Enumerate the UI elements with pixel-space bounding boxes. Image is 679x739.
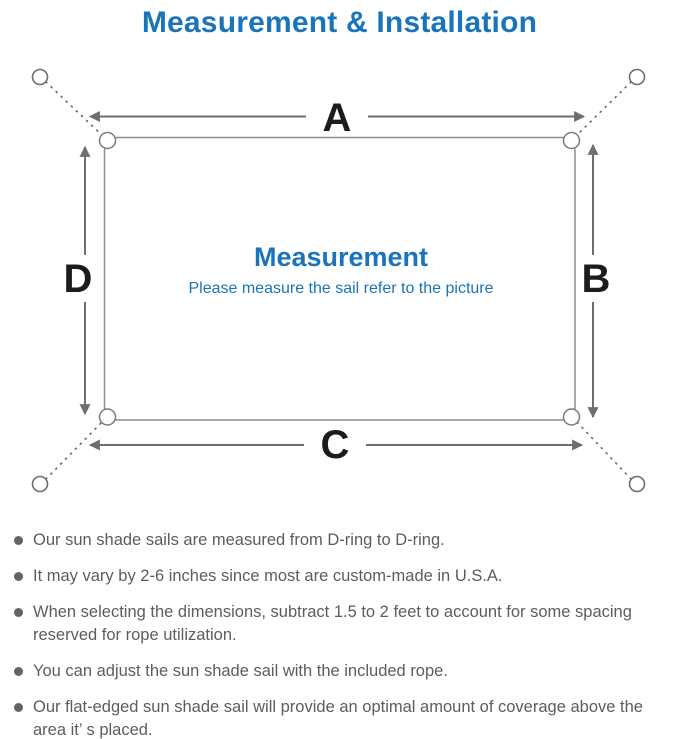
list-item: Our flat-edged sun shade sail will provi…	[14, 696, 670, 739]
bullet-icon	[14, 608, 23, 617]
sail-outline	[103, 136, 576, 421]
diagram-center-subtitle: Please measure the sail refer to the pic…	[188, 280, 493, 297]
note-text: It may vary by 2-6 inches since most are…	[33, 567, 503, 585]
page-title: Measurement & Installation	[141, 6, 538, 39]
dimension-label-d: D	[64, 257, 93, 301]
dimension-label-a: A	[323, 96, 352, 140]
bullet-icon	[14, 536, 23, 545]
bullet-icon	[14, 667, 23, 676]
note-text: Our flat-edged sun shade sail will provi…	[33, 698, 643, 739]
note-text: You can adjust the sun shade sail with t…	[33, 662, 448, 680]
d-ring-icon	[562, 408, 581, 426]
anchor-point-icon	[31, 68, 49, 86]
d-ring-icon	[98, 131, 117, 150]
note-text: Our sun shade sails are measured from D-…	[33, 531, 445, 549]
measurement-diagram: A C D B Measurement Please measure the s…	[31, 68, 646, 493]
list-item: You can adjust the sun shade sail with t…	[14, 660, 670, 683]
anchor-rope-top-left	[44, 80, 106, 139]
anchor-rope-bottom-left	[44, 418, 106, 481]
bullet-icon	[14, 572, 23, 581]
anchor-rope-top-right	[573, 80, 633, 139]
anchor-rope-bottom-right	[573, 418, 633, 481]
anchor-point-icon	[628, 68, 646, 86]
list-item: Our sun shade sails are measured from D-…	[14, 529, 670, 552]
note-text: When selecting the dimensions, subtract …	[33, 603, 632, 644]
diagram-center-title: Measurement	[254, 242, 428, 272]
dimension-label-c: C	[321, 423, 350, 467]
list-item: It may vary by 2-6 inches since most are…	[14, 565, 670, 588]
anchor-point-icon	[31, 475, 49, 493]
d-ring-icon	[562, 131, 581, 150]
bullet-icon	[14, 703, 23, 712]
anchor-point-icon	[628, 475, 646, 493]
dimension-label-b: B	[582, 257, 611, 301]
d-ring-icon	[98, 408, 117, 426]
list-item: When selecting the dimensions, subtract …	[14, 601, 670, 647]
notes-list: Our sun shade sails are measured from D-…	[0, 529, 679, 739]
